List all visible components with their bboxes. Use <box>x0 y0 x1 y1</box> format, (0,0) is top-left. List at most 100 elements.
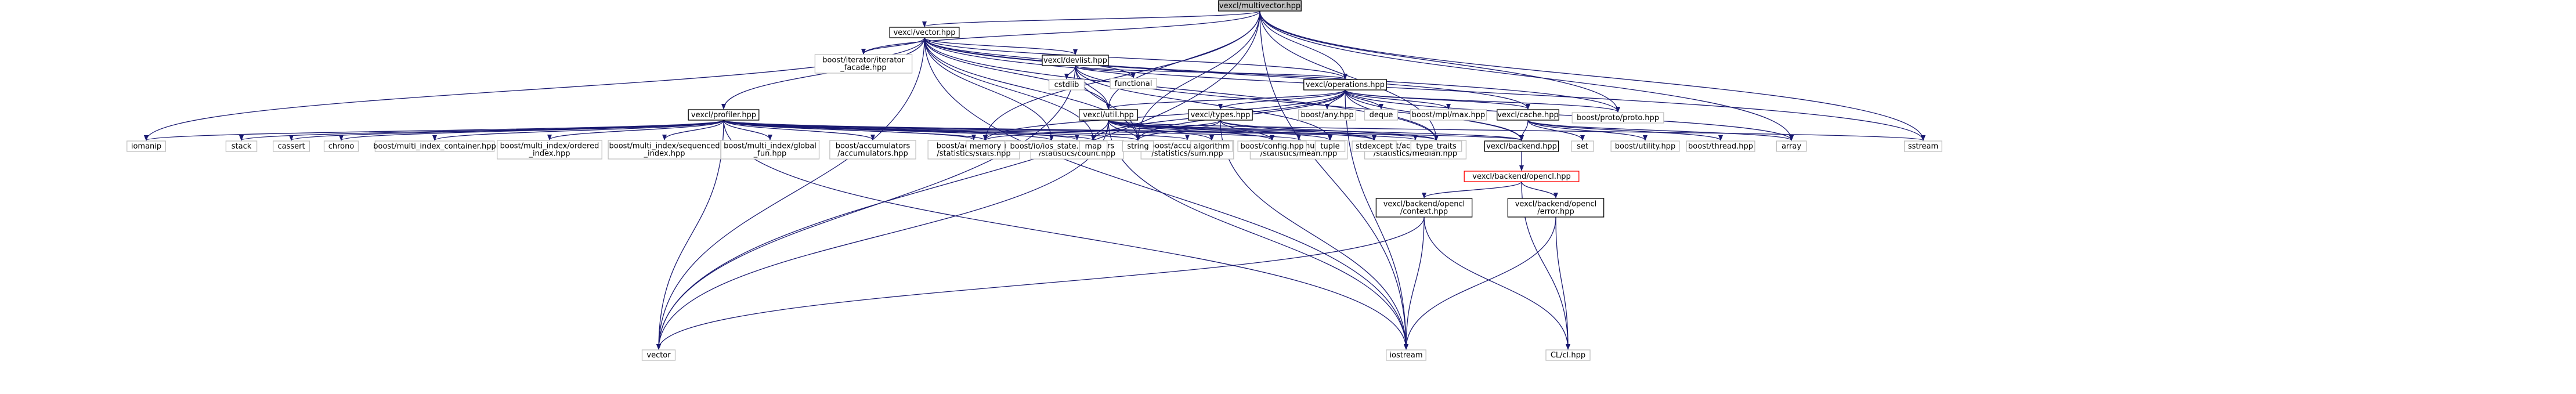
edge-line <box>662 120 724 140</box>
edge-multivector-to-string <box>1136 10 1260 141</box>
node-box <box>814 54 913 74</box>
edge-line <box>1136 10 1260 141</box>
node-label: boost/io/ios_state.hpp <box>1010 142 1093 151</box>
edge-types-to-boost_config <box>1220 120 1274 141</box>
edge-line <box>1345 89 1620 113</box>
edge-multivector-to-vector <box>922 10 1260 27</box>
edge-line <box>1108 120 1524 141</box>
edge-layer <box>144 10 1925 350</box>
node-box <box>374 140 495 152</box>
node-box <box>688 109 760 121</box>
edge-multivector-to-memory <box>983 10 1260 141</box>
node-types[interactable]: vexcl/types.hpp <box>1188 109 1253 121</box>
edge-vector-to-functional <box>924 37 1136 78</box>
node-mi_container: boost/multi_index_container.hpp <box>373 140 496 152</box>
node-error[interactable]: vexcl/backend/opencl/error.hpp <box>1507 198 1605 218</box>
node-box <box>1386 349 1426 361</box>
edge-profiler-to-chrono <box>339 120 724 141</box>
edge-operations-to-boost_mpl_max <box>1345 89 1451 110</box>
edge-types-to-type_traits <box>1220 120 1439 141</box>
edge-line <box>1136 120 1221 141</box>
node-label: string <box>1127 142 1148 151</box>
node-label: cstdlib <box>1054 81 1079 89</box>
node-box <box>1079 109 1139 121</box>
node-type_traits: type_traits <box>1410 140 1462 152</box>
edge-line <box>924 37 1111 110</box>
edge-line <box>1106 89 1346 110</box>
edge-line <box>1218 89 1346 110</box>
node-label: tuple <box>1320 142 1339 151</box>
node-vector[interactable]: vexcl/vector.hpp <box>889 27 960 38</box>
node-label: vexcl/backend/opencl.hpp <box>1472 172 1570 181</box>
node-label: map <box>1085 142 1102 151</box>
node-multivector[interactable]: vexcl/multivector.hpp <box>1218 0 1302 12</box>
edge-line <box>656 37 925 350</box>
node-mi_global_fun: boost/multi_index/global_fun.hpp <box>720 140 820 160</box>
node-box <box>1190 140 1233 152</box>
node-backend_opencl[interactable]: vexcl/backend/opencl.hpp <box>1464 171 1580 182</box>
node-label: boost/any.hpp <box>1300 111 1353 120</box>
edge-devlist-to-util <box>1075 65 1111 110</box>
node-util[interactable]: vexcl/util.hpp <box>1079 109 1139 121</box>
node-label: boost/config.hpp <box>1240 142 1303 151</box>
node-label: iostream <box>1389 351 1422 360</box>
edge-line <box>1527 120 1585 141</box>
edge-profiler-to-acc_accumulators <box>723 120 875 140</box>
edge-types-to-memory <box>983 120 1221 141</box>
edge-line <box>1555 216 1570 350</box>
node-label: deque <box>1370 111 1393 120</box>
edge-line <box>1519 120 1529 141</box>
edge-multivector-to-array <box>1259 10 1794 141</box>
node-box <box>272 140 310 152</box>
node-cache[interactable]: vexcl/cache.hpp <box>1497 109 1559 121</box>
edge-line <box>924 37 1439 141</box>
node-label: boost/accumulators <box>836 142 911 151</box>
edge-line <box>656 65 1076 350</box>
edge-line <box>924 37 1925 141</box>
node-box <box>323 140 359 152</box>
edge-line <box>924 37 1347 79</box>
edge-line <box>656 120 724 350</box>
edge-line <box>1108 120 1925 141</box>
edge-line <box>1220 120 1408 350</box>
edge-multivector-to-iterator_facade <box>861 10 1260 55</box>
node-box <box>1314 140 1346 152</box>
node-label: vexcl/backend/opencl <box>1383 200 1465 209</box>
edge-line <box>723 120 988 141</box>
node-boost_config: boost/config.hpp <box>1237 140 1307 152</box>
edge-devlist-to-functional <box>1075 65 1136 78</box>
edge-line <box>1424 216 1570 350</box>
node-box <box>1218 0 1302 12</box>
edge-line <box>1521 181 1558 198</box>
node-label: algorithm <box>1194 142 1230 151</box>
edge-backend_opencl-to-context <box>1422 181 1522 198</box>
edge-operations-to-array <box>1345 89 1794 141</box>
node-label: set <box>1577 142 1588 151</box>
node-sstream: sstream <box>1904 140 1942 152</box>
edge-operations-to-iostream <box>1345 89 1408 350</box>
edge-vector-to-profiler <box>721 37 925 110</box>
edge-types-to-iostream <box>1220 120 1408 350</box>
node-box <box>1122 140 1154 152</box>
node-box <box>1497 109 1559 121</box>
node-box <box>1237 140 1307 152</box>
node-label: boost/utility.hpp <box>1615 142 1675 151</box>
node-operations[interactable]: vexcl/operations.hpp <box>1303 79 1387 91</box>
node-map: map <box>1079 140 1108 152</box>
edge-profiler-to-iostream <box>723 120 1408 350</box>
node-chrono: chrono <box>323 140 359 152</box>
node-backend[interactable]: vexcl/backend.hpp <box>1484 140 1559 152</box>
node-label: stack <box>232 142 252 151</box>
node-label: /accumulators.hpp <box>837 150 908 158</box>
edge-line <box>1527 120 1794 141</box>
edge-profiler-to-memory <box>723 120 988 141</box>
node-devlist[interactable]: vexcl/devlist.hpp <box>1042 55 1109 66</box>
edge-profiler-to-mi_ordered <box>547 120 724 140</box>
node-profiler[interactable]: vexcl/profiler.hpp <box>688 109 760 121</box>
edge-line <box>723 120 875 140</box>
node-context[interactable]: vexcl/backend/opencl/context.hpp <box>1375 198 1473 218</box>
edge-line <box>721 37 925 110</box>
edge-line <box>924 37 1054 141</box>
edge-line <box>1220 120 1274 141</box>
node-stack: stack <box>225 140 258 152</box>
